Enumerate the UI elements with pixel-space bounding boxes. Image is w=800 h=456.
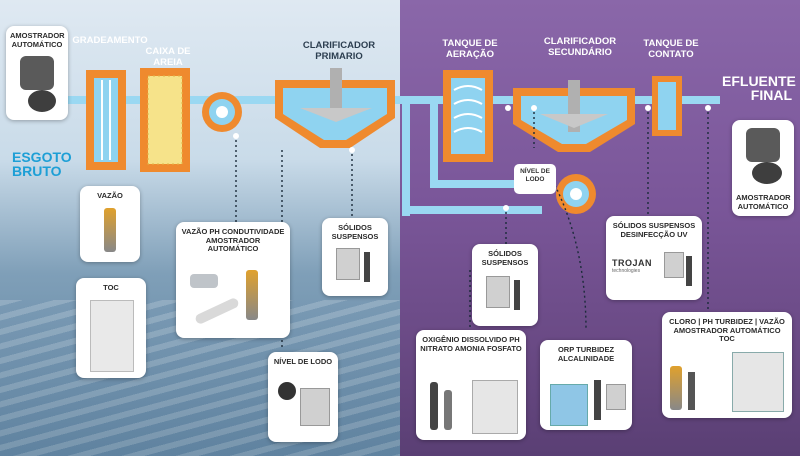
sampler-device-icon — [746, 128, 780, 162]
esgoto-line1: ESGOTO — [12, 149, 72, 165]
card-oxigenio: OXIGÊNIO DISSOLVIDO PH NITRATO AMONIA FO… — [416, 330, 526, 440]
controller-icon — [486, 276, 510, 308]
stage-clarificador-secundario: CLARIFICADOR SECUNDÁRIO — [543, 36, 617, 58]
card-amostrador-right-title: AMOSTRADOR AUTOMÁTICO — [736, 193, 791, 211]
card-orp-title: ORP TURBIDEZ ALCALINIDADE — [557, 345, 615, 363]
controller-icon — [336, 248, 360, 280]
chlorine-analyzer-icon — [732, 352, 784, 412]
card-solidos-primario: SÓLIDOS SUSPENSOS — [322, 218, 388, 296]
analyzer-cabinet-icon — [472, 380, 518, 434]
flow-sensor-icon — [246, 270, 258, 320]
controller-icon — [664, 252, 684, 278]
ph-probe-icon — [688, 372, 695, 410]
stage-gradeamento: GRADEAMENTO — [72, 35, 148, 46]
sludge-sensor-icon — [278, 382, 296, 400]
nivel-lodo-tag: NÍVEL DE LODO — [514, 164, 556, 194]
ph-probe-icon — [190, 274, 218, 288]
conductivity-probe-icon — [194, 296, 240, 326]
trojan-logo: TROJAN technologies — [612, 258, 658, 274]
controller-icon — [300, 388, 330, 426]
card-nivel-lodo: NÍVEL DE LODO — [268, 352, 338, 442]
card-cloro: CLORO | PH TURBIDEZ | VAZÃO AMOSTRADOR A… — [662, 312, 792, 418]
sampler-device-icon — [20, 56, 54, 90]
aeration-feed-pipe — [430, 96, 438, 186]
card-amostrador-left-title: AMOSTRADOR AUTOMÁTICO — [10, 31, 65, 49]
flow-sensor-icon — [104, 208, 116, 252]
card-toc-title: TOC — [103, 283, 119, 292]
trojan-logo-name: TROJAN — [612, 258, 653, 268]
toc-analyzer-icon — [90, 300, 134, 372]
orp-probe-icon — [594, 380, 601, 420]
card-orp: ORP TURBIDEZ ALCALINIDADE — [540, 340, 632, 430]
card-vazao: VAZÃO — [80, 186, 140, 262]
stage-caixa-areia: CAIXA DE AREIA — [145, 46, 191, 68]
sensor-probe-icon — [514, 280, 520, 310]
flow-sensor-icon — [670, 366, 682, 410]
card-nivel-lodo-title: NÍVEL DE LODO — [273, 357, 333, 366]
sampler-base-icon — [752, 162, 782, 184]
do-probe-icon — [430, 382, 438, 430]
turbidity-analyzer-icon — [550, 384, 588, 426]
efluente-final-label: EFLUENTE FINAL — [722, 73, 796, 103]
card-amostrador-left: AMOSTRADOR AUTOMÁTICO — [6, 26, 68, 120]
stage-tanque-aeracao: TANQUE DE AERAÇÃO — [442, 38, 498, 60]
stage-tanque-contato: TANQUE DE CONTATO — [643, 38, 699, 60]
esgoto-bruto-label: ESGOTO BRUTO — [12, 150, 72, 178]
card-toc: TOC — [76, 278, 146, 378]
card-vazao-ph: VAZÃO PH CONDUTIVIDADE AMOSTRADOR AUTOMÁ… — [176, 222, 290, 338]
card-cloro-title: CLORO | PH TURBIDEZ | VAZÃO AMOSTRADOR A… — [669, 317, 785, 343]
ph-probe-icon — [444, 390, 452, 430]
card-oxigenio-title: OXIGÊNIO DISSOLVIDO PH NITRATO AMONIA FO… — [420, 335, 522, 353]
card-solidos-aeracao-title: SÓLIDOS SUSPENSOS — [481, 249, 529, 267]
esgoto-line2: BRUTO — [12, 163, 62, 179]
card-solidos-uv: SÓLIDOS SUSPENSOS DESINFECÇÃO UV TROJAN … — [606, 216, 702, 300]
card-vazao-ph-title: VAZÃO PH CONDUTIVIDADE AMOSTRADOR AUTOMÁ… — [181, 227, 285, 253]
stage-clarificador-primario: CLARIFICADOR PRIMARIO — [302, 40, 376, 62]
controller-icon — [606, 384, 626, 410]
return-pipe-vertical — [402, 96, 410, 216]
card-vazao-title: VAZÃO — [97, 191, 123, 200]
sludge-pipe — [430, 180, 550, 188]
card-amostrador-right: AMOSTRADOR AUTOMÁTICO — [732, 120, 794, 216]
sampler-base-icon — [28, 90, 56, 112]
efluente-line2: FINAL — [750, 87, 792, 103]
sensor-probe-icon — [364, 252, 370, 282]
card-solidos-uv-title: SÓLIDOS SUSPENSOS DESINFECÇÃO UV — [612, 221, 696, 239]
efluente-line1: EFLUENTE — [722, 73, 796, 89]
return-pipe-bottom — [402, 206, 542, 214]
card-solidos-primario-title: SÓLIDOS SUSPENSOS — [331, 223, 379, 241]
sensor-probe-icon — [686, 256, 692, 286]
card-solidos-aeracao: SÓLIDOS SUSPENSOS — [472, 244, 538, 326]
trojan-logo-sub: technologies — [612, 268, 641, 274]
